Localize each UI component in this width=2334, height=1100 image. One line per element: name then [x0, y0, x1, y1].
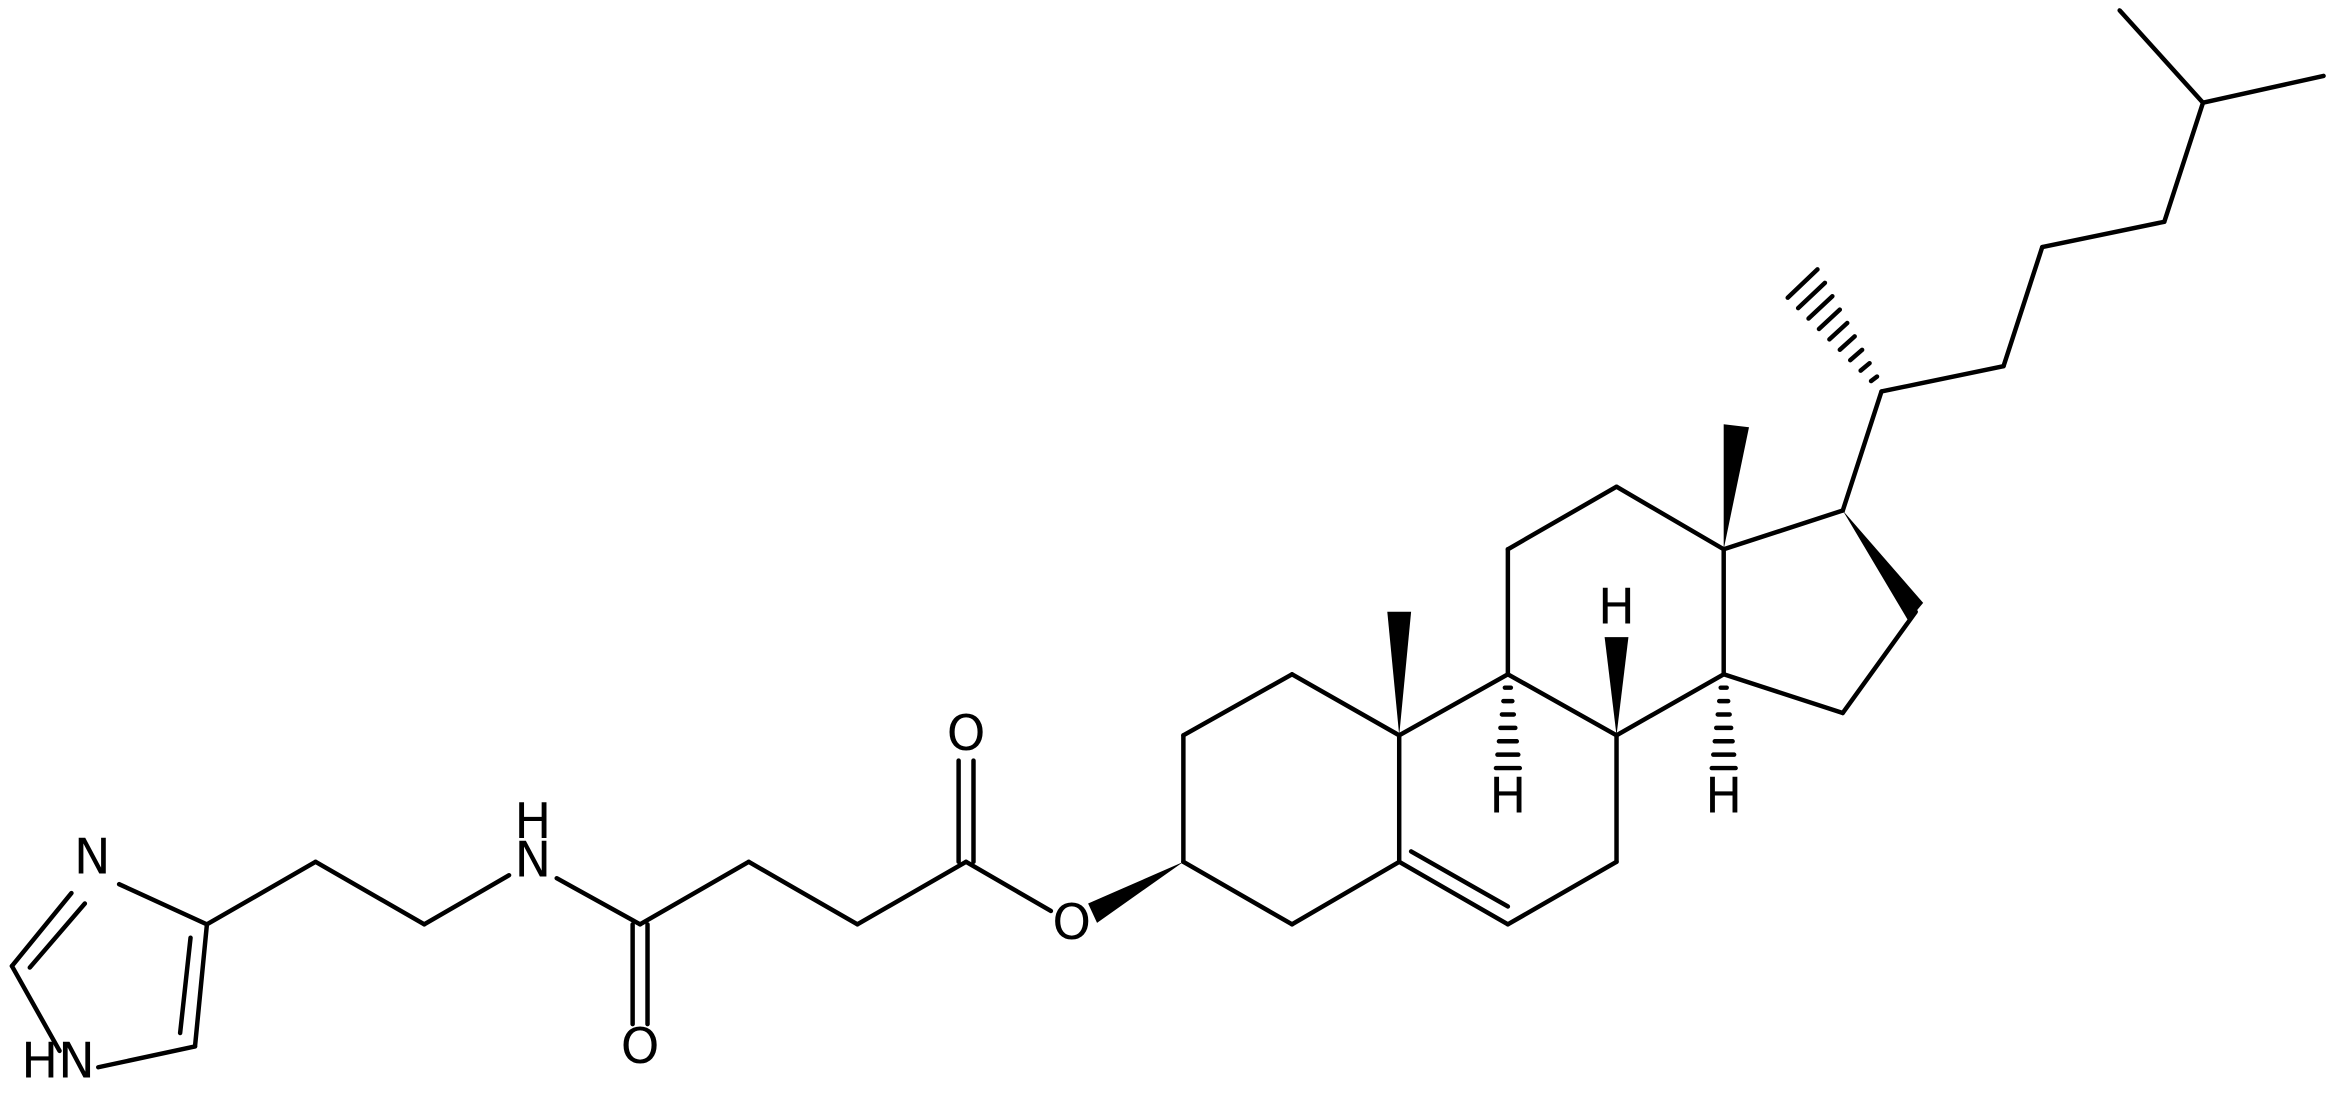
- ethylamide-linker: [204, 859, 650, 1027]
- c16-c17-wedge-bond: [1842, 510, 1924, 621]
- c8-hydrogen-label: H: [1598, 578, 1635, 636]
- c18-methyl-wedge-bond: [1723, 424, 1750, 550]
- imidazole-n1h-label: HN: [21, 1032, 95, 1090]
- c19-methyl-wedge-bond: [1387, 611, 1412, 736]
- c9-hydrogen-label: H: [1489, 767, 1526, 825]
- c21-methyl-hashed-bond: [1785, 267, 1880, 384]
- atom-labels: N HN H N O O O H H H: [21, 578, 1742, 1090]
- imidazole-ring: [9, 881, 210, 1070]
- succinate-chain: [637, 758, 1054, 927]
- steroid-ring-a: [1181, 672, 1402, 927]
- amide-oxygen-label: O: [621, 1017, 660, 1075]
- amide-nitrogen-label: N: [515, 831, 552, 889]
- c14-hydrogen-label: H: [1705, 767, 1742, 825]
- c8-h-wedge-bond: [1604, 637, 1629, 736]
- steroid-ring-d: [1721, 508, 1918, 716]
- imidazole-n3-label: N: [74, 828, 111, 886]
- cholesterol-side-chain: [1840, 8, 2326, 513]
- ester-oxygen-label: O: [1052, 893, 1091, 951]
- c3-ester-wedge-bond: [1088, 861, 1184, 923]
- c14-h-hashed-bond: [1709, 685, 1738, 771]
- amide-nh-hydrogen-label: H: [514, 792, 551, 850]
- c9-h-hashed-bond: [1493, 685, 1523, 771]
- steroid-ring-b: [1396, 672, 1619, 927]
- steroid-ring-c: [1505, 484, 1726, 738]
- ester-carbonyl-oxygen-label: O: [947, 704, 986, 762]
